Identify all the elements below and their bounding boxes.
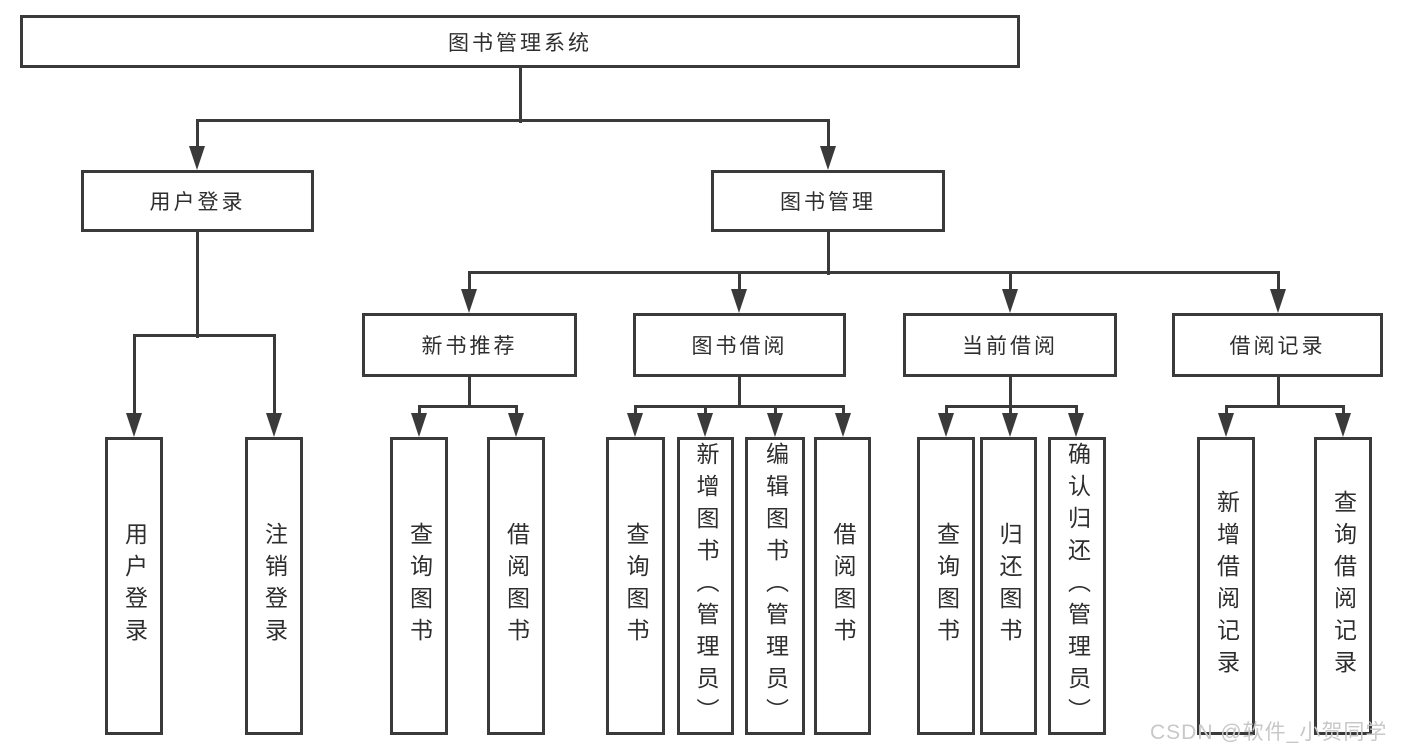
leaf-borrowing-query-books: 查询图书 xyxy=(606,437,665,735)
leaf-newbook-borrow-books: 借阅图书 xyxy=(487,437,545,735)
node-book-borrowing: 图书借阅 xyxy=(633,313,846,377)
arrow-down-icon xyxy=(266,413,282,437)
arrow-down-icon xyxy=(1002,289,1018,313)
leaf-current-query-books: 查询图书 xyxy=(917,437,975,735)
connector-line-horizontal xyxy=(1224,404,1345,408)
connector-line-vertical xyxy=(467,272,471,297)
node-user-login-branch: 用户登录 xyxy=(81,170,314,232)
connector-line-vertical xyxy=(826,120,830,154)
csdn-watermark: CSDN @软件_小贺同学 xyxy=(1150,721,1388,744)
arrow-down-icon xyxy=(835,413,851,437)
connector-line-vertical xyxy=(195,232,199,338)
node-borrowing-records: 借阅记录 xyxy=(1172,313,1383,377)
connector-line-horizontal xyxy=(633,404,845,408)
connector-line-vertical xyxy=(1008,272,1012,297)
arrow-down-icon xyxy=(697,413,713,437)
node-new-book-recommend: 新书推荐 xyxy=(362,313,577,377)
connector-line-vertical xyxy=(518,68,522,123)
connector-line-vertical xyxy=(737,377,741,408)
connector-line-vertical xyxy=(1276,272,1280,297)
leaf-logout: 注销登录 xyxy=(245,437,303,735)
arrow-down-icon xyxy=(1068,413,1084,437)
arrow-down-icon xyxy=(1335,413,1351,437)
connector-line-vertical xyxy=(737,272,741,297)
leaf-borrowing-add-books-admin: 新增图书（管理员） xyxy=(677,437,734,735)
connector-line-horizontal xyxy=(944,404,1078,408)
connector-line-vertical xyxy=(467,377,471,408)
arrow-down-icon xyxy=(820,146,836,170)
connector-line-vertical xyxy=(1276,377,1280,408)
connector-line-vertical xyxy=(272,335,276,421)
node-library-management-system: 图书管理系统 xyxy=(20,15,1020,68)
arrow-down-icon xyxy=(411,413,427,437)
arrow-down-icon xyxy=(627,413,643,437)
arrow-down-icon xyxy=(1218,413,1234,437)
node-book-management-branch: 图书管理 xyxy=(711,170,945,232)
connector-line-vertical xyxy=(826,232,830,275)
connector-line-vertical xyxy=(1008,377,1012,408)
arrow-down-icon xyxy=(189,146,205,170)
node-current-borrowing: 当前借阅 xyxy=(903,313,1117,377)
leaf-user-login: 用户登录 xyxy=(105,437,163,735)
leaf-borrowing-borrow-books: 借阅图书 xyxy=(814,437,871,735)
connector-line-vertical xyxy=(132,335,136,421)
leaf-newbook-query-books: 查询图书 xyxy=(390,437,448,735)
leaf-current-return-books: 归还图书 xyxy=(980,437,1037,735)
arrow-down-icon xyxy=(767,413,783,437)
leaf-records-add-borrow-record: 新增借阅记录 xyxy=(1197,437,1255,735)
connector-line-horizontal xyxy=(417,404,518,408)
arrow-down-icon xyxy=(461,289,477,313)
arrow-down-icon xyxy=(1002,413,1018,437)
arrow-down-icon xyxy=(126,413,142,437)
arrow-down-icon xyxy=(1270,289,1286,313)
arrow-down-icon xyxy=(938,413,954,437)
connector-line-horizontal xyxy=(132,333,276,337)
leaf-records-query-borrow-record: 查询借阅记录 xyxy=(1314,437,1372,735)
arrow-down-icon xyxy=(731,289,747,313)
leaf-borrowing-edit-books-admin: 编辑图书（管理员） xyxy=(745,437,805,735)
connector-line-vertical xyxy=(195,120,199,154)
connector-line-horizontal xyxy=(467,270,1280,274)
connector-line-horizontal xyxy=(195,118,830,122)
arrow-down-icon xyxy=(508,413,524,437)
leaf-current-confirm-return-admin: 确认归还（管理员） xyxy=(1048,437,1106,735)
